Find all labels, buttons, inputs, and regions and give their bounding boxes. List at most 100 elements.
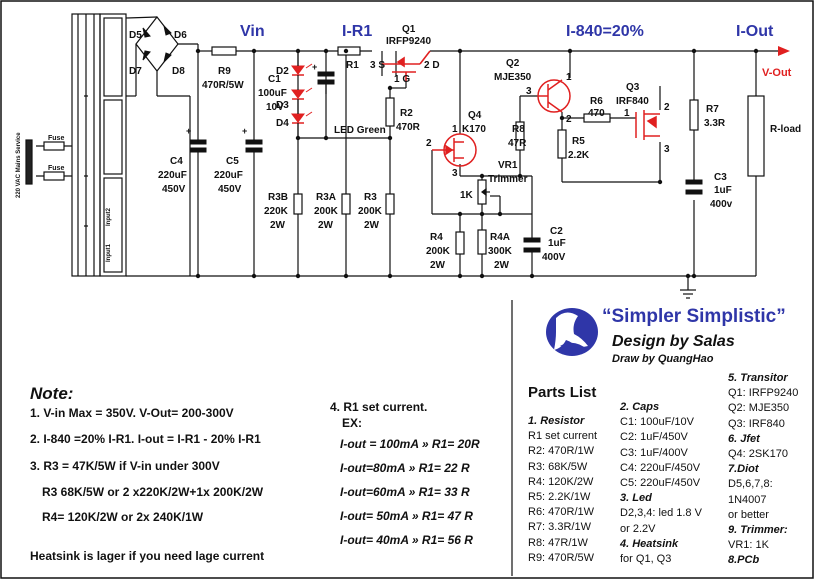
q2-bjt	[537, 79, 571, 113]
q1-label: Q1	[402, 24, 416, 35]
example-2: I-out=80mA » R1= 22 R	[340, 461, 470, 475]
d6-label: D6	[174, 30, 187, 41]
r4-label: R4	[430, 232, 443, 243]
parts-col-3: 5. Transitor Q1: IRFP9240 Q2: MJE350 Q3:…	[728, 371, 798, 569]
input2-label: Input2	[106, 207, 112, 226]
q3-pin1: 1	[624, 108, 630, 119]
c3-value1: 1uF	[714, 185, 732, 196]
capacitors	[189, 71, 703, 258]
parts-col-1: 1. Resistor R1 set current R2: 470R/1W R…	[528, 414, 597, 566]
design-by: Design by Salas	[612, 333, 735, 350]
parts-item: D5,6,7,8:	[728, 478, 773, 491]
r4a-label: R4A	[490, 232, 510, 243]
vr1-type: Trimmer	[488, 174, 528, 185]
c1-value1: 100uF	[258, 88, 287, 99]
r8-value: 47R	[508, 138, 527, 149]
r7-label: R7	[706, 104, 719, 115]
parts-item: R2: 470R/1W	[528, 445, 595, 458]
q4-label: Q4	[468, 110, 482, 121]
salas-logo	[546, 308, 598, 356]
r5-label: R5	[572, 136, 585, 147]
note-3b: R3 68K/5W or 2 x220K/2W+1x 200K/2W	[42, 485, 264, 499]
resistors	[211, 46, 765, 255]
vr1-wiper	[481, 187, 490, 197]
example-4: I-out= 50mA » R1= 47 R	[340, 509, 473, 523]
led-string	[291, 63, 313, 124]
parts-item: R4: 120K/2W	[528, 475, 594, 488]
led-label: LED Green	[334, 125, 386, 136]
parts-item: R6: 470R/1W	[528, 506, 595, 519]
q1-mosfet	[382, 50, 431, 82]
parts-item: C4: 220uF/450V	[620, 461, 701, 474]
cap-plus-marks: + + +	[186, 62, 317, 136]
c2-value2: 400V	[542, 252, 566, 263]
parts-heading: Parts List	[528, 384, 597, 401]
title: “Simpler Simplistic”	[602, 306, 786, 327]
parts-item: 8.PCb	[728, 554, 760, 567]
mains-label: 220 VAC Mains Service	[16, 132, 22, 198]
q3-mosfet	[635, 110, 660, 140]
parts-item: R5: 2.2K/1W	[528, 491, 591, 504]
parts-item: 1. Resistor	[528, 415, 585, 427]
r4-value1: 200K	[426, 246, 451, 257]
q4-jfet	[432, 133, 477, 167]
parts-item: 6. Jfet	[728, 432, 760, 445]
input1-label: Input1	[106, 243, 112, 262]
note-2: 2. I-840 =20% I-R1. I-out = I-R1 - 20% I…	[30, 432, 261, 446]
parts-item: 9. Trimmer:	[728, 524, 788, 537]
q1-gate: 1 G	[394, 74, 410, 85]
c5-value1: 220uF	[214, 170, 243, 181]
parts-item: VR1: 1K	[728, 539, 769, 552]
wiring	[125, 16, 778, 299]
iout-label: I-Out	[736, 23, 774, 40]
q2-type: MJE350	[494, 72, 532, 83]
note-heatsink: Heatsink is lager if you need lage curre…	[30, 549, 265, 563]
r9-label: R9	[218, 66, 231, 77]
d4-label: D4	[276, 118, 289, 129]
svg-text:+: +	[242, 126, 247, 136]
r3b-value1: 220K	[264, 206, 289, 217]
parts-item: 5. Transitor	[728, 372, 788, 384]
q1-gate-wire	[390, 82, 407, 89]
q3-pin2: 2	[664, 102, 670, 113]
r4-value2: 2W	[430, 260, 446, 271]
d2-label: D2	[276, 66, 289, 77]
svg-text:+: +	[312, 62, 317, 72]
c3-label: C3	[714, 172, 727, 183]
q2-pin2: 2	[566, 114, 572, 125]
output-arrow	[778, 46, 790, 56]
c5-label: C5	[226, 156, 239, 167]
i840-label: I-840=20%	[566, 23, 644, 40]
r7-value: 3.3R	[704, 118, 726, 129]
r3a-value1: 200K	[314, 206, 339, 217]
parts-item: D2,3,4: led 1.8 V	[620, 507, 702, 520]
parts-item: 4. Heatsink	[620, 537, 679, 550]
note-4: 4. R1 set current.	[330, 400, 428, 414]
ir1-label: I-R1	[342, 23, 372, 40]
q1-drain: 2 D	[424, 60, 440, 71]
parts-item: Q3: IRF840	[728, 417, 785, 430]
c4-label: C4	[170, 156, 183, 167]
q4-pin3: 3	[452, 168, 458, 179]
parts-item: R9: 470R/5W	[528, 551, 595, 564]
parts-item: C1: 100uF/10V	[620, 416, 694, 429]
r4a-value1: 300K	[488, 246, 513, 257]
note-3c: R4= 120K/2W or 2x 240K/1W	[42, 510, 204, 524]
r5-value: 2.2K	[568, 150, 590, 161]
vr1-label: VR1	[498, 160, 518, 171]
parts-item: or better	[728, 508, 769, 521]
rload-label: R-load	[770, 124, 801, 135]
r3-label: R3	[364, 192, 377, 203]
vout-label: V-Out	[762, 67, 792, 79]
d7-label: D7	[129, 66, 142, 77]
draw-by: Draw by QuangHao	[612, 353, 714, 365]
notes-heading: Note:	[30, 384, 74, 403]
q4-type: K170	[462, 124, 486, 135]
parts-item: 3. Led	[620, 492, 652, 505]
q2-pin3: 3	[526, 86, 532, 97]
d3-label: D3	[276, 100, 289, 111]
example-5: I-out= 40mA » R1= 56 R	[340, 533, 473, 547]
r3b-value2: 2W	[270, 220, 286, 231]
